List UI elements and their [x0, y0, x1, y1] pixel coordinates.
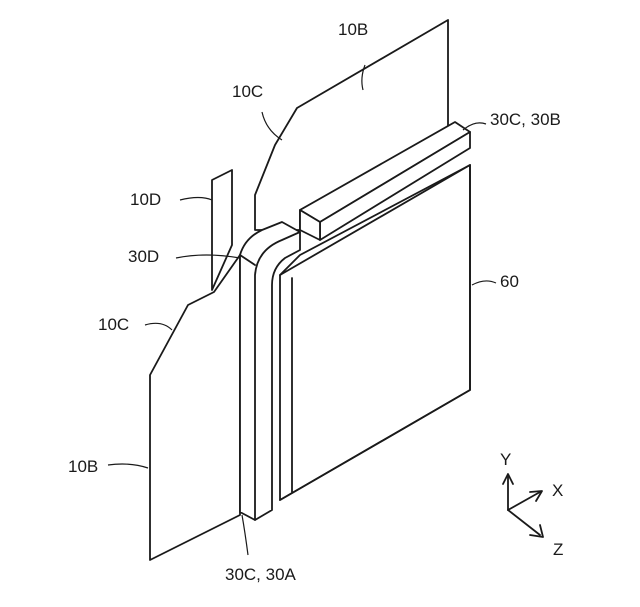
label-30d: 30D	[128, 247, 159, 266]
label-30c-30a: 30C, 30A	[225, 565, 297, 584]
label-30c-30b: 30C, 30B	[490, 110, 561, 129]
label-10b-top: 10B	[338, 20, 368, 39]
label-60: 60	[500, 272, 519, 291]
axis-label-z: Z	[553, 540, 563, 559]
label-10b-bottom: 10B	[68, 457, 98, 476]
axis-label-y: Y	[500, 450, 511, 469]
lower-sheet-10b	[150, 255, 240, 560]
label-10d: 10D	[130, 190, 161, 209]
axis-triad: Y X Z	[500, 450, 563, 559]
label-10c-upper: 10C	[232, 82, 263, 101]
axis-label-x: X	[552, 481, 563, 500]
label-10c-lower: 10C	[98, 315, 129, 334]
